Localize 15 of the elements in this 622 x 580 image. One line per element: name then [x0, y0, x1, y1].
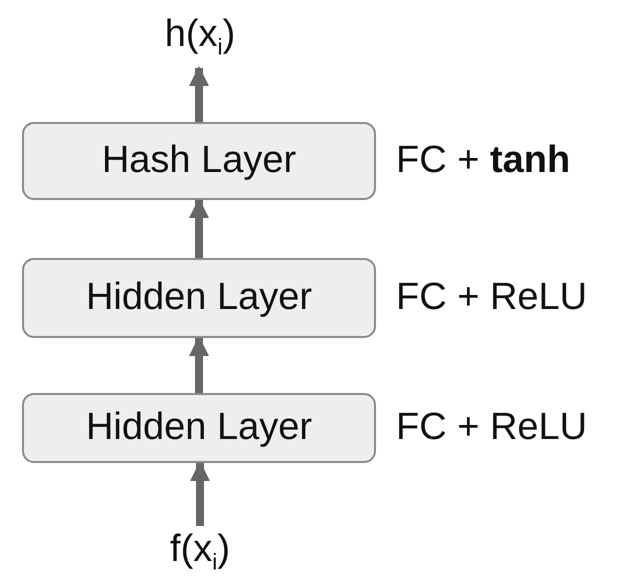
arrow	[189, 336, 209, 393]
arrow	[189, 66, 209, 122]
math-label: h(x$_{i}$)	[164, 14, 236, 60]
layer-name: Hidden Layer	[86, 407, 312, 449]
layer-box	[22, 393, 376, 463]
layer-box	[22, 122, 376, 200]
layer-box	[22, 258, 376, 338]
activation-note: FC + ReLU	[396, 277, 588, 319]
arrow	[190, 461, 210, 526]
layer-name: Hash Layer	[102, 140, 296, 182]
activation-note: FC + tanh	[396, 140, 570, 182]
layer-name: Hidden Layer	[86, 277, 312, 319]
math-label: f(x$_{i}$)	[170, 529, 230, 575]
arrow	[189, 198, 209, 258]
activation-note: FC + ReLU	[396, 407, 588, 449]
